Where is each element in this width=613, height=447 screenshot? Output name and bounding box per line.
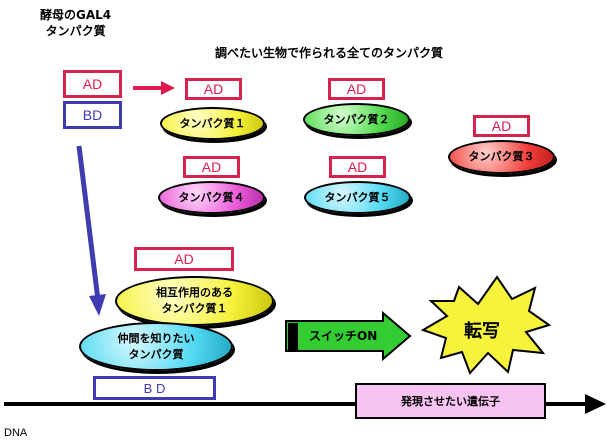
ad-label-protein5: AD <box>347 159 368 175</box>
bd-box-dna: B D <box>93 376 216 400</box>
protein1-label: タンパク質１ <box>179 116 246 130</box>
ad-box-protein4: AD <box>183 156 240 178</box>
ad-label-protein1: AD <box>203 81 224 97</box>
pink-arrow-icon <box>133 81 175 95</box>
ad-box-protein3: AD <box>473 115 530 137</box>
gene-box: 発現させたい遺伝子 <box>355 383 546 419</box>
transcription-burst-icon <box>420 275 552 375</box>
ad-label-interacting: AD <box>174 251 194 267</box>
transcription-label: 転写 <box>464 321 500 342</box>
yeast-gal4-line1: 酵母のGAL4 <box>40 8 112 22</box>
gal4-ad-label: AD <box>82 76 103 92</box>
interacting-line2: タンパク質１ <box>161 302 228 315</box>
ad-box-protein1: AD <box>185 78 242 100</box>
ad-label-protein2: AD <box>346 81 367 97</box>
protein3-oval: タンパク質３ <box>448 140 555 174</box>
ad-label-protein3: AD <box>491 118 512 134</box>
switch-on-label: スイッチON <box>309 329 378 343</box>
protein5-oval: タンパク質５ <box>304 181 411 214</box>
protein1-oval: タンパク質１ <box>160 107 265 140</box>
protein4-oval: タンパク質４ <box>158 181 265 214</box>
protein5-label: タンパク質５ <box>324 190 391 204</box>
ad-box-protein5: AD <box>329 156 386 178</box>
interacting-line1: 相互作用のある <box>156 286 233 299</box>
gal4-bd-box: BD <box>63 101 122 129</box>
gal4-ad-box: AD <box>63 70 122 98</box>
dna-label: DNA <box>4 427 28 439</box>
protein2-label: タンパク質２ <box>323 112 390 126</box>
protein4-label: タンパク質４ <box>178 190 245 204</box>
yeast-gal4-label: 酵母のGAL4 タンパク質 <box>40 7 111 39</box>
ad-box-interacting: AD <box>134 247 234 271</box>
ad-box-protein2: AD <box>328 78 385 100</box>
gal4-bd-label: BD <box>82 107 103 123</box>
target-line2: タンパク質 <box>128 347 184 361</box>
bd-dna-label: B D <box>143 380 166 396</box>
target-line1: 仲間を知りたい <box>117 331 195 345</box>
target-protein-oval: 仲間を知りたい タンパク質 <box>79 322 233 371</box>
gene-label: 発現させたい遺伝子 <box>401 395 500 408</box>
yeast-gal4-line2: タンパク質 <box>45 24 106 38</box>
protein3-label: タンパク質３ <box>468 150 535 163</box>
blue-arrow-icon <box>76 145 106 316</box>
survey-title: 調べたい生物で作られる全てのタンパク質 <box>215 46 444 60</box>
ad-label-protein4: AD <box>201 159 222 175</box>
protein2-oval: タンパク質２ <box>303 103 410 136</box>
